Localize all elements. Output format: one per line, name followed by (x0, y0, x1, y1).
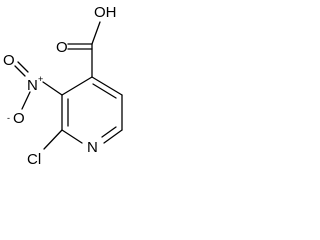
bond-c6-n1-inner (101, 126, 117, 138)
atom-label-chlorine: Cl (27, 151, 41, 168)
bond-nitro-o-double-2 (14, 65, 26, 77)
bond-c4-c5 (91, 76, 123, 96)
atom-label-ring-nitrogen: N (87, 139, 98, 156)
atom-label-oh: OH (94, 4, 117, 21)
structure-canvas: OH O N + O O - N Cl (0, 0, 155, 189)
bond-c3-nitro (42, 81, 63, 96)
nitro-positive-charge: + (38, 74, 43, 84)
bond-c3-c4 (61, 76, 93, 96)
bond-n1-c2 (61, 129, 83, 144)
bond-nitro-o-double-1 (17, 61, 29, 73)
atom-label-carbonyl-oxygen: O (56, 39, 68, 56)
bond-nitro-o-minus (21, 91, 31, 110)
bond-c2-cl (43, 129, 63, 150)
bond-carboxyl-oh (91, 21, 101, 45)
bond-c6-n1 (103, 129, 123, 144)
atom-label-nitro-oxygen-double: O (3, 52, 15, 69)
molecule-structure: OH O N + O O - N Cl (3, 4, 123, 168)
nitro-negative-charge: - (7, 113, 10, 123)
bond-c4-c5-inner (92, 83, 117, 99)
atom-label-nitro-oxygen-minus: O (13, 110, 25, 127)
atom-label-nitro-nitrogen: N (27, 77, 38, 94)
